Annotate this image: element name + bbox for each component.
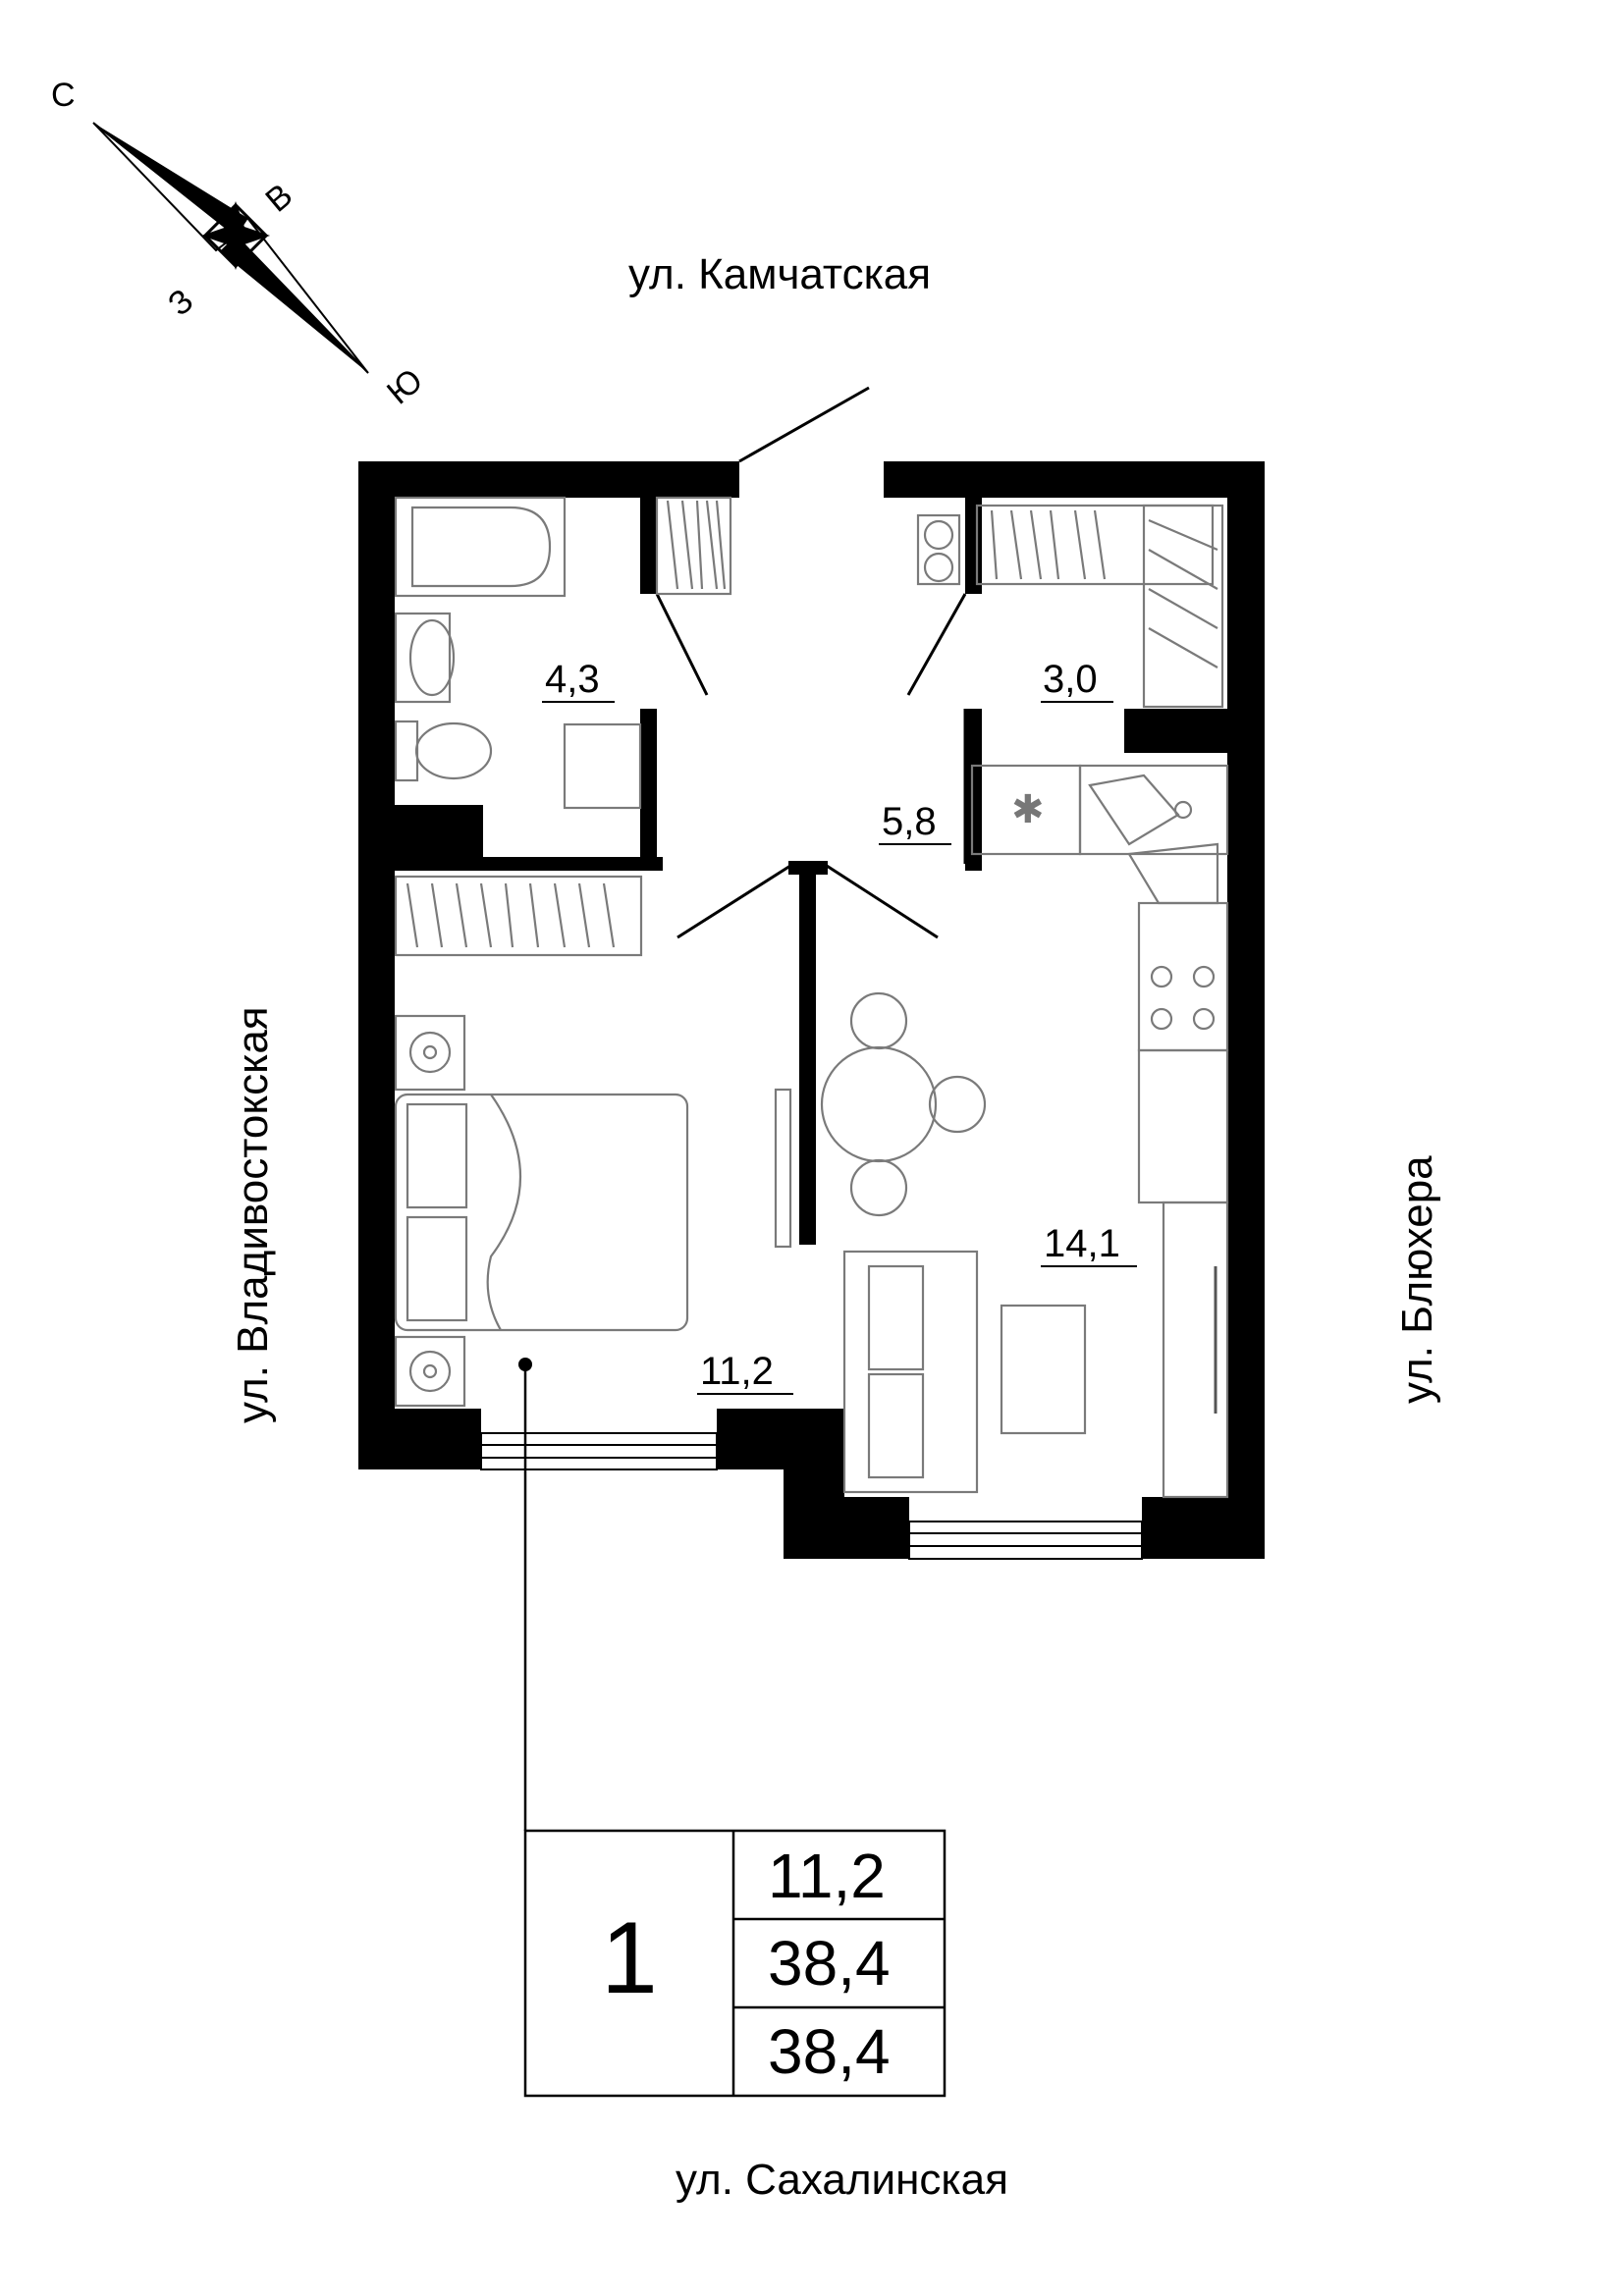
- dining-table: [820, 991, 987, 1217]
- total-area-balcony-value: 38,4: [768, 2016, 891, 2087]
- svg-text:11,2: 11,2: [700, 1350, 774, 1393]
- walls: [358, 461, 1265, 1559]
- svg-text:5,8: 5,8: [882, 800, 937, 843]
- pointer-line: [518, 1358, 532, 1831]
- street-west-label: ул. Владивостокская: [229, 1006, 277, 1423]
- storage-shelves: [916, 504, 1224, 709]
- room-area-storage: 3,0: [1041, 658, 1113, 703]
- compass-south-label: Ю: [380, 361, 430, 411]
- nightstand-lamp-icon: [394, 1335, 466, 1408]
- bathtub-icon: [394, 496, 567, 598]
- bedroom-window: [480, 1432, 718, 1470]
- street-south-label: ул. Сахалинская: [676, 2156, 1008, 2204]
- kitchen-counter: ✱: [970, 764, 1229, 1499]
- summary-table: 1 11,2 38,4 38,4: [523, 1829, 947, 2098]
- doors: [655, 386, 967, 939]
- nightstand-lamp-icon: [394, 1014, 466, 1092]
- bed: [394, 1093, 689, 1332]
- svg-text:4,3: 4,3: [545, 658, 600, 701]
- rooms-count: 1: [601, 1901, 658, 2015]
- compass-east-label: В: [258, 177, 299, 220]
- living-area-value: 11,2: [768, 1841, 886, 1911]
- sink-icon: [394, 612, 456, 704]
- svg-text:14,1: 14,1: [1044, 1222, 1120, 1265]
- washing-machine-icon: [563, 722, 642, 810]
- total-area-value: 38,4: [768, 1928, 891, 1999]
- coffee-table: [1000, 1304, 1087, 1435]
- compass-west-label: З: [161, 282, 200, 323]
- bedroom-tv: [774, 1088, 792, 1249]
- compass-north-label: С: [51, 77, 76, 114]
- toilet-icon: [394, 720, 493, 782]
- kitchen-window: [908, 1521, 1143, 1560]
- sofa: [842, 1250, 979, 1494]
- room-area-hallway: 5,8: [879, 800, 951, 845]
- room-area-bedroom: 11,2: [697, 1350, 793, 1395]
- bathroom-shelf: [655, 496, 732, 596]
- street-north-label: ул. Камчатская: [628, 250, 931, 298]
- room-area-bathroom: 4,3: [542, 658, 615, 703]
- svg-text:3,0: 3,0: [1043, 658, 1098, 701]
- street-east-label: ул. Блюхера: [1393, 1155, 1441, 1404]
- svg-text:✱: ✱: [1011, 787, 1045, 832]
- room-area-kitchen: 14,1: [1041, 1222, 1137, 1267]
- compass-rose-icon: С В З Ю: [51, 77, 430, 411]
- wardrobe: [394, 875, 643, 957]
